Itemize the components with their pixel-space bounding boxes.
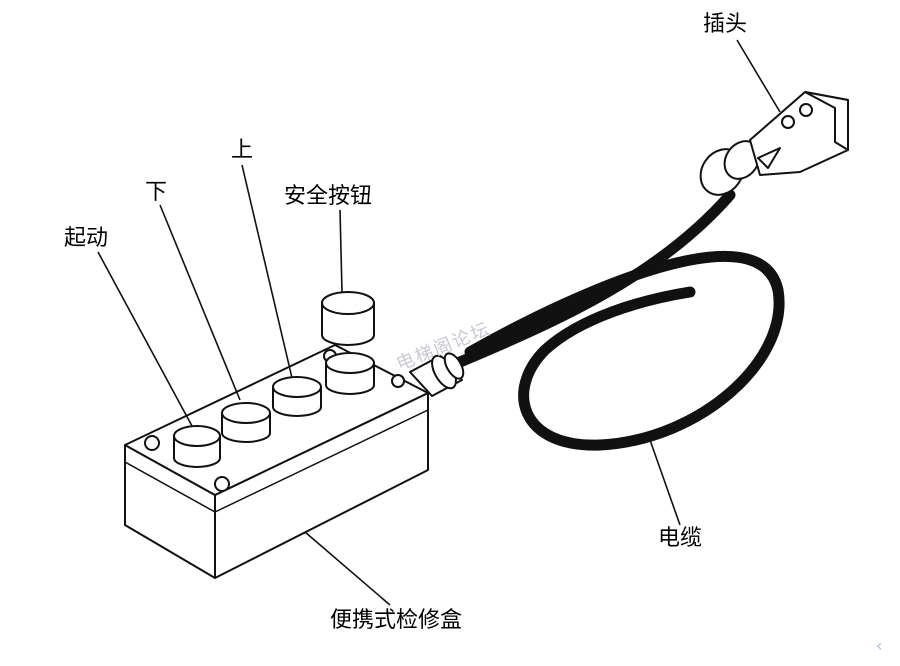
label-up: 上 (231, 138, 254, 163)
label-cable: 电缆 (658, 526, 703, 551)
leader-plug (736, 39, 781, 113)
screw (144, 435, 160, 451)
label-plug: 插头 (703, 12, 748, 37)
cable-gland (409, 352, 465, 397)
start-button (173, 425, 221, 468)
label-safety-button: 安全按钮 (284, 184, 373, 209)
safety-button (321, 291, 375, 395)
leader-cable (649, 439, 681, 526)
screw (391, 374, 405, 388)
screw (214, 476, 230, 492)
back-arrow-icon[interactable]: ‹ (876, 636, 883, 655)
down-button (221, 402, 271, 443)
cable-loop (464, 250, 785, 451)
leader-up (241, 164, 293, 379)
leader-box (304, 531, 391, 606)
leader-safety (339, 209, 343, 293)
cable (454, 189, 736, 368)
label-box: 便携式检修盒 (330, 608, 463, 633)
leader-start (97, 251, 193, 427)
label-start: 起动 (64, 226, 109, 251)
plug (699, 91, 849, 196)
leader-down (159, 204, 241, 401)
up-button (272, 376, 322, 417)
label-down: 下 (145, 180, 168, 205)
